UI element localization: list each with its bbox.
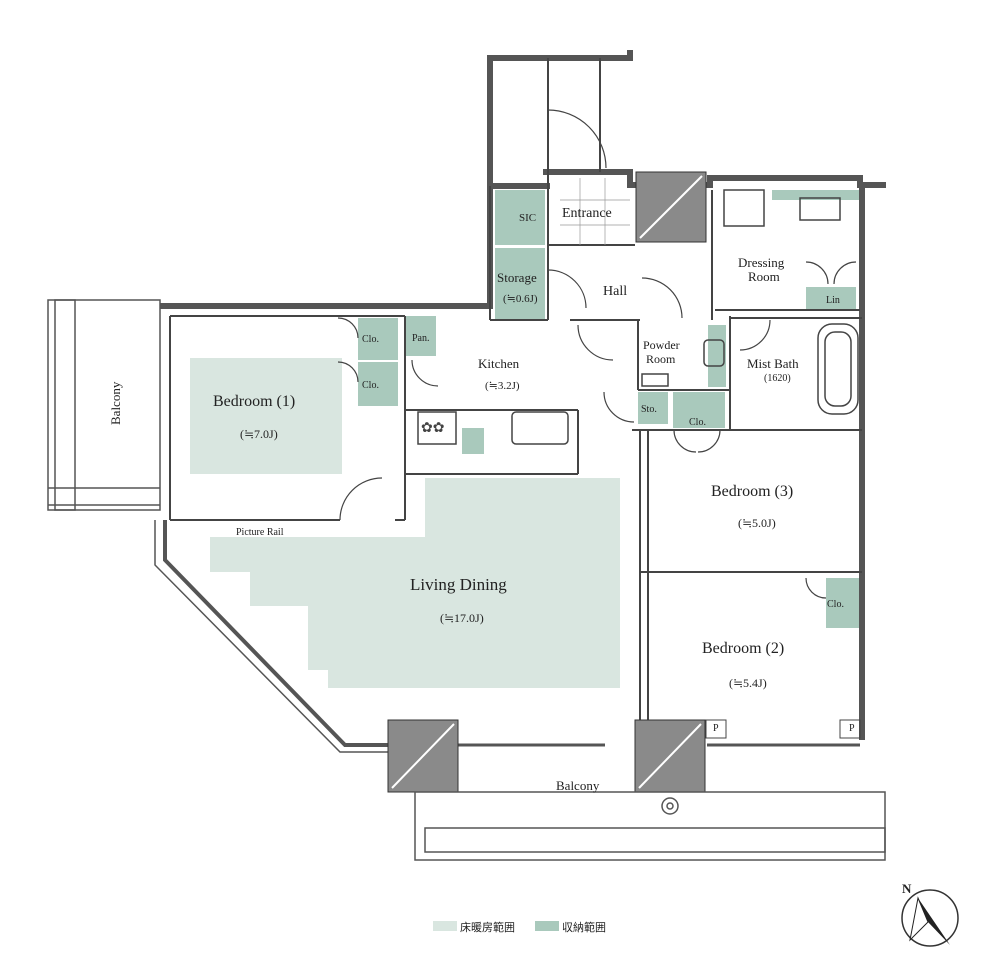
label-clo-b3: Clo. (689, 417, 706, 428)
legend-storage-swatch (535, 921, 559, 931)
legend-floor-heating-swatch (433, 921, 457, 931)
label-entrance: Entrance (562, 206, 612, 221)
label-powder-1: Powder (643, 338, 680, 352)
doors (337, 109, 857, 599)
label-storage-area: (≒0.6J) (503, 293, 538, 305)
label-picture-rail: Picture Rail (236, 527, 284, 538)
label-mist-bath: Mist Bath (747, 356, 799, 371)
label-mist-bath-size: (1620) (764, 373, 791, 384)
kitchen-fixtures: ✿✿ (417, 411, 569, 445)
label-bedroom1-area: (≒7.0J) (240, 427, 278, 441)
closet-b1-bottom (358, 362, 398, 406)
storage-area (495, 248, 545, 320)
legend-floor-heating-label: 床暖房範囲 (460, 920, 515, 934)
label-living-dining-area: (≒17.0J) (440, 611, 484, 625)
columns (387, 171, 707, 793)
clo-b2-area (826, 578, 862, 628)
labels: Entrance SIC Storage (≒0.6J) Hall Dressi… (108, 206, 855, 793)
bath-fixtures (641, 189, 859, 415)
living-dining-heating-area (210, 478, 620, 688)
label-lin: Lin (826, 295, 840, 306)
label-kitchen: Kitchen (478, 356, 520, 371)
label-sto: Sto. (641, 404, 657, 415)
closet-b1-top (358, 318, 398, 360)
sto-area (638, 392, 668, 424)
storage-areas (358, 190, 862, 628)
svg-text:✿✿: ✿✿ (421, 421, 444, 436)
label-p-left: P (713, 723, 719, 734)
compass-north-label: N (902, 881, 912, 896)
label-p-right: P (849, 723, 855, 734)
label-bedroom2: Bedroom (2) (702, 640, 784, 657)
label-dressing-1: Dressing (738, 255, 785, 270)
kitchen-storage (462, 428, 484, 454)
inner-walls (169, 58, 862, 720)
label-kitchen-area: (≒3.2J) (485, 380, 520, 392)
entrance-tiles (560, 178, 630, 245)
label-bedroom3: Bedroom (3) (711, 483, 793, 500)
label-balcony-west: Balcony (108, 381, 123, 425)
label-pan: Pan. (412, 333, 430, 344)
label-sic: SIC (519, 212, 536, 224)
lin-area (806, 287, 856, 309)
bedroom1-heating-area (190, 358, 342, 474)
pantry-area (406, 316, 436, 356)
label-storage: Storage (497, 270, 537, 285)
walls (160, 50, 886, 740)
label-balcony-south: Balcony (556, 778, 600, 793)
legend: 床暖房範囲 収納範囲 (433, 920, 606, 934)
compass-icon: N (901, 881, 959, 947)
label-clo-b1-bottom: Clo. (362, 380, 379, 391)
label-hall: Hall (603, 284, 627, 299)
label-clo-b2: Clo. (827, 599, 844, 610)
label-living-dining: Living Dining (410, 575, 507, 594)
label-bedroom3-area: (≒5.0J) (738, 516, 776, 530)
label-powder-2: Room (646, 352, 676, 366)
label-bedroom1: Bedroom (1) (213, 393, 295, 410)
dressing-counter (772, 190, 860, 200)
diagonal-wall (154, 520, 860, 753)
south-balcony (414, 791, 886, 861)
west-balcony (47, 299, 161, 511)
legend-storage-label: 収納範囲 (562, 920, 606, 934)
p-boxes (705, 719, 861, 739)
label-bedroom2-area: (≒5.4J) (729, 676, 767, 690)
floor-heating-areas (190, 358, 620, 688)
clo-b3-area (673, 392, 725, 428)
label-dressing-2: Room (748, 269, 780, 284)
label-clo-b1-top: Clo. (362, 334, 379, 345)
sic-area (495, 190, 545, 245)
